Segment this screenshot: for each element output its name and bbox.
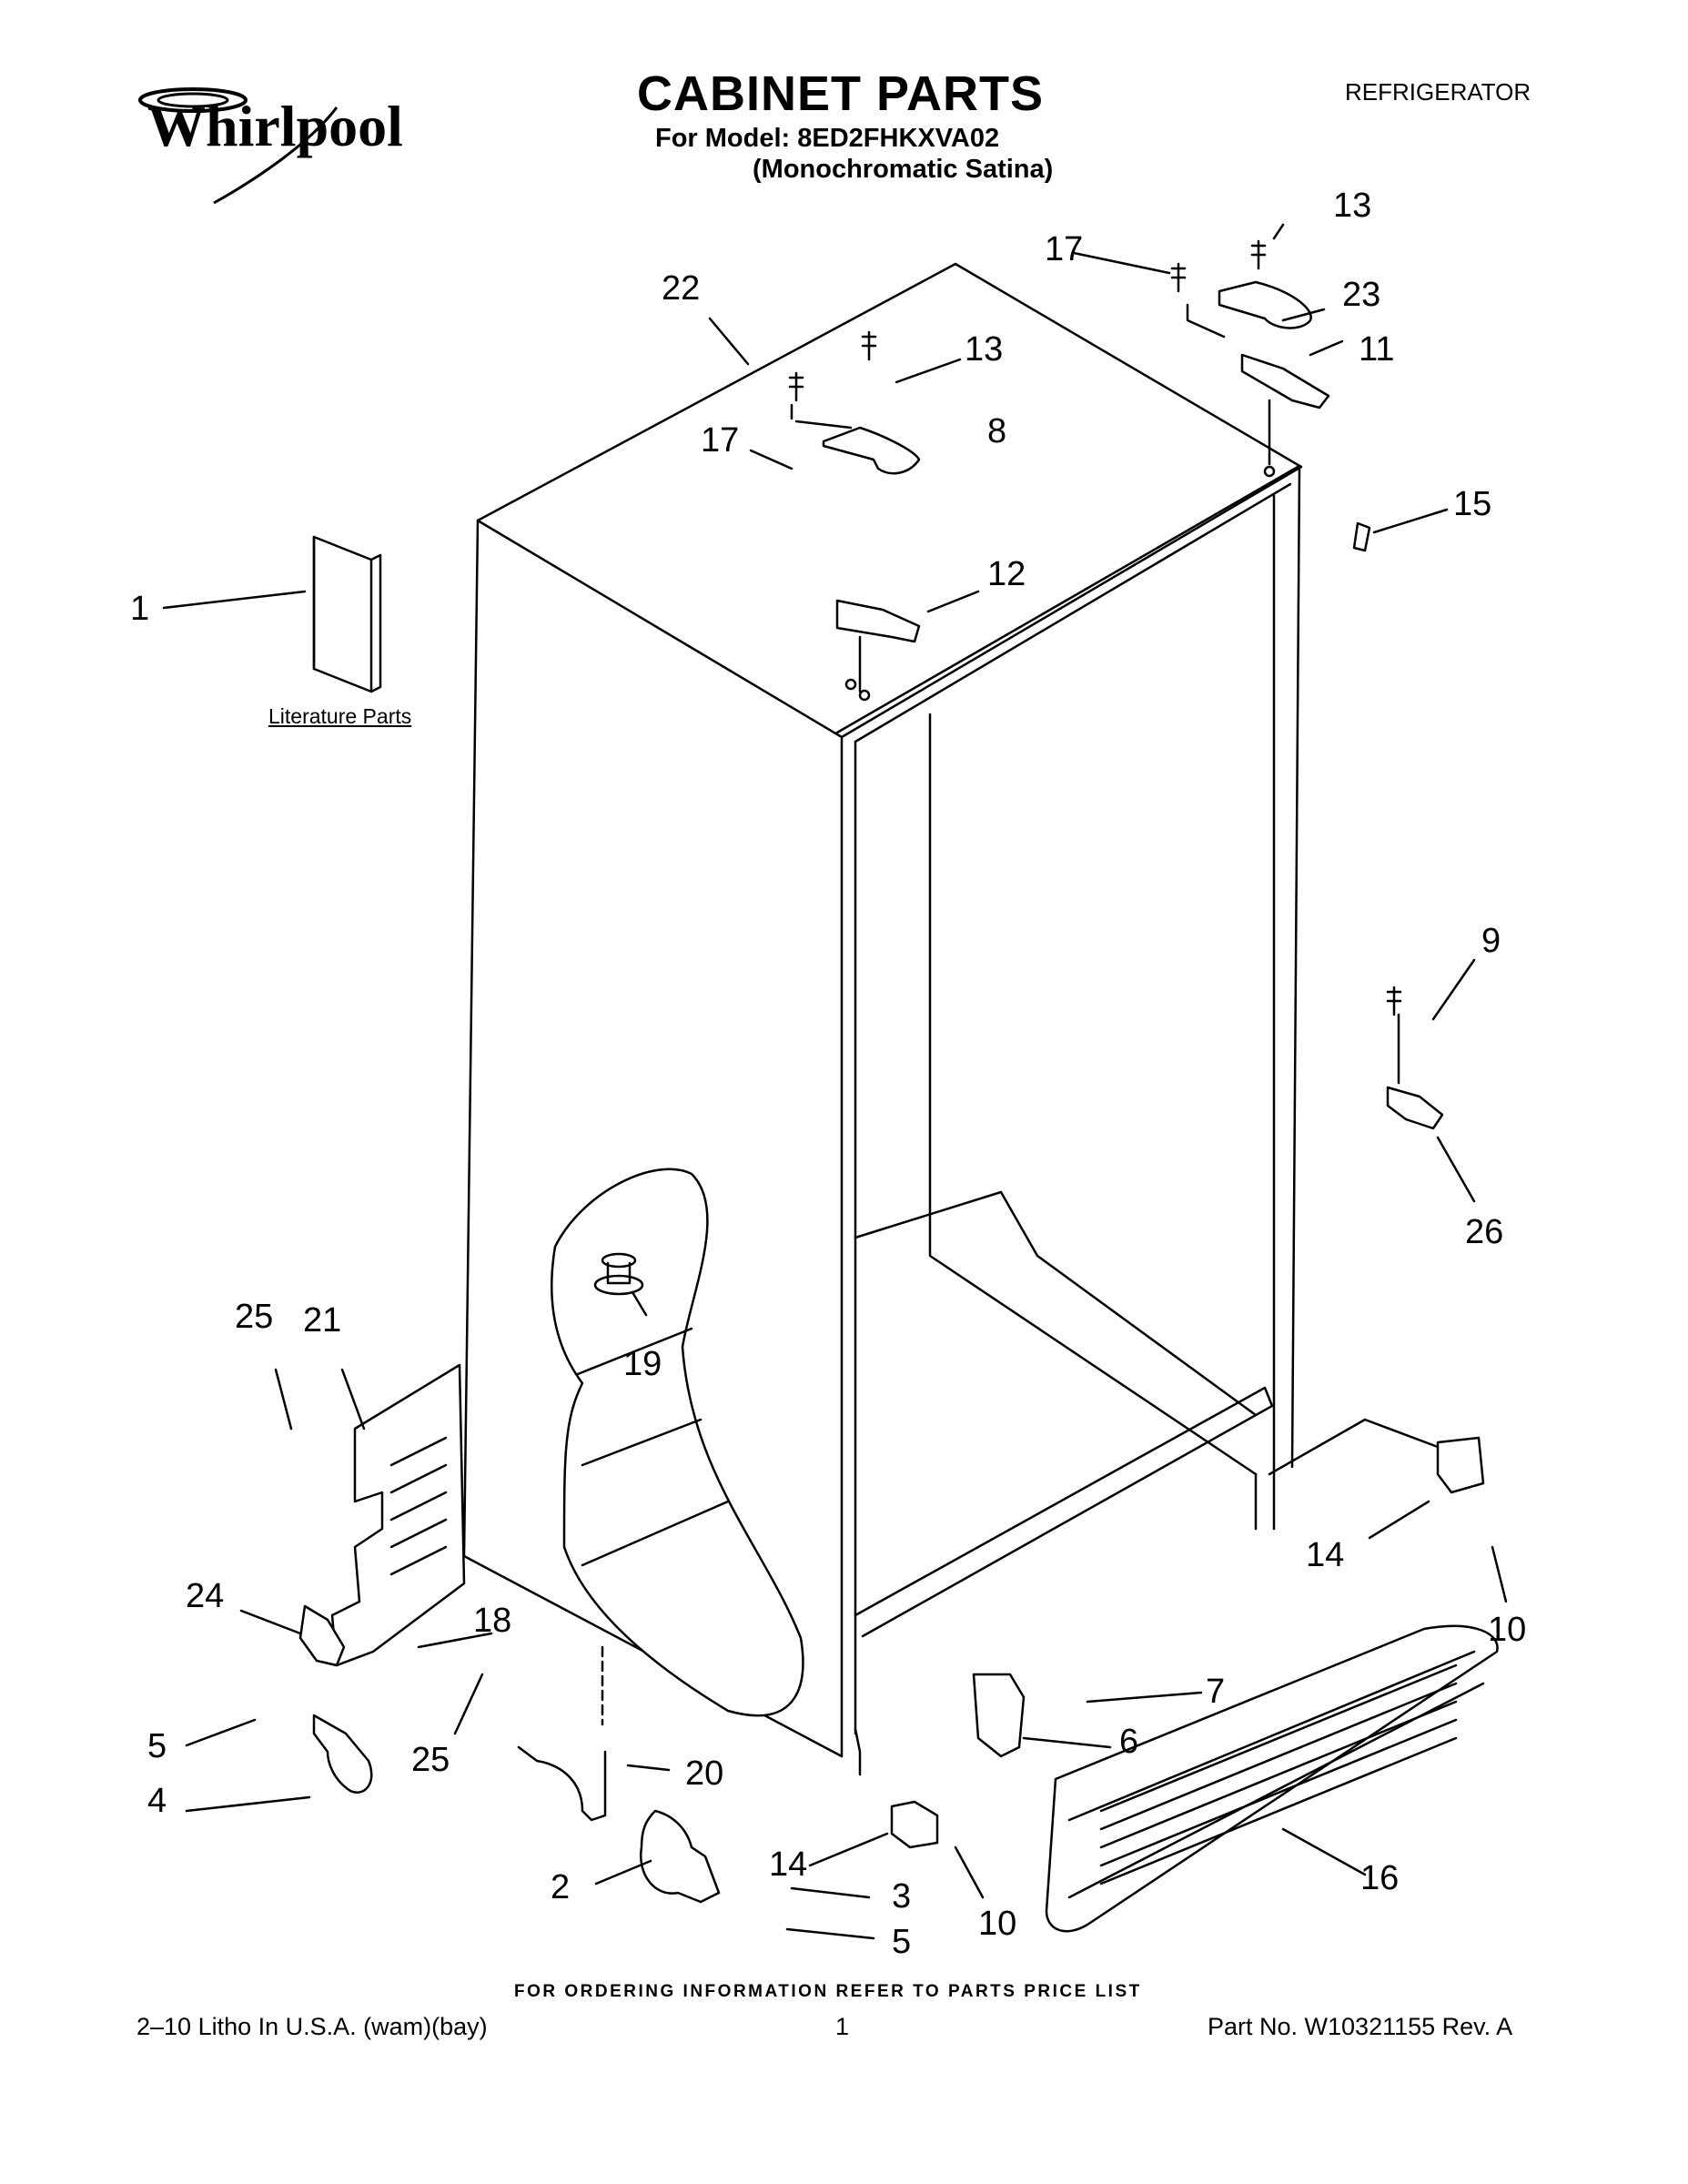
callout-11: 11 bbox=[1359, 330, 1395, 369]
callout-17-top: 17 bbox=[1045, 230, 1084, 268]
callout-9: 9 bbox=[1481, 922, 1501, 960]
logo-swirl-icon bbox=[138, 87, 339, 205]
callout-12: 12 bbox=[987, 555, 1026, 593]
callout-7: 7 bbox=[1206, 1673, 1226, 1711]
callout-14: 14 bbox=[1306, 1536, 1345, 1574]
litho-line: 2–10 Litho In U.S.A. (wam)(bay) bbox=[136, 2013, 488, 2040]
part-number: Part No. W10321155 Rev. A bbox=[1208, 2013, 1513, 2040]
callout-3: 3 bbox=[892, 1877, 912, 1916]
hinge-14-lower bbox=[890, 1800, 939, 1849]
model-line: For Model: 8ED2FHKXVA02 bbox=[655, 124, 1000, 153]
bracket-24 bbox=[298, 1604, 346, 1667]
hinge-14-right bbox=[1436, 1436, 1485, 1494]
callout-8: 8 bbox=[987, 412, 1007, 450]
roller-4 bbox=[312, 1714, 373, 1794]
callout-13: 13 bbox=[965, 330, 1004, 369]
water-tube bbox=[517, 1745, 607, 1822]
callout-26: 26 bbox=[1465, 1213, 1504, 1251]
cabinet-body bbox=[462, 262, 1303, 1776]
callout-22: 22 bbox=[662, 269, 701, 308]
callout-16: 16 bbox=[1360, 1859, 1400, 1897]
callout-21: 21 bbox=[303, 1301, 342, 1340]
callout-19: 19 bbox=[623, 1345, 662, 1383]
callout-leaders bbox=[162, 223, 1508, 1940]
callout-23: 23 bbox=[1342, 276, 1381, 314]
logo-wordmark: Whirlpool bbox=[147, 94, 403, 158]
top-hinge-left bbox=[790, 403, 921, 702]
callout-13-top: 13 bbox=[1333, 187, 1372, 225]
callout-14-lower: 14 bbox=[769, 1845, 808, 1884]
page-title: CABINET PARTS bbox=[637, 66, 1045, 121]
page-number: 1 bbox=[835, 2013, 850, 2040]
callout-25-lower: 25 bbox=[411, 1741, 450, 1779]
literature-parts-label: Literature Parts bbox=[268, 704, 412, 728]
callout-2: 2 bbox=[551, 1868, 571, 1906]
callout-1: 1 bbox=[130, 590, 150, 628]
callout-15: 15 bbox=[1453, 485, 1492, 523]
callout-10-lower: 10 bbox=[978, 1905, 1017, 1943]
callout-17: 17 bbox=[701, 421, 740, 460]
callout-4: 4 bbox=[147, 1782, 167, 1820]
ordering-note: FOR ORDERING INFORMATION REFER TO PARTS … bbox=[514, 1982, 1142, 2001]
roller-2 bbox=[639, 1809, 721, 1904]
literature-booklet bbox=[312, 535, 382, 693]
toe-grille bbox=[1045, 1624, 1499, 1933]
top-hinge-right bbox=[1186, 280, 1371, 552]
variant-line: (Monochromatic Satina) bbox=[753, 155, 1054, 184]
category-label: REFRIGERATOR bbox=[1345, 78, 1531, 106]
callout-5-lower: 5 bbox=[892, 1923, 912, 1961]
callout-10: 10 bbox=[1488, 1611, 1527, 1649]
bracket-6 bbox=[972, 1673, 1026, 1758]
callout-6: 6 bbox=[1119, 1723, 1139, 1761]
rear-vent-panel bbox=[330, 1363, 466, 1667]
bracket-26 bbox=[1386, 1086, 1444, 1130]
callout-25: 25 bbox=[235, 1298, 274, 1336]
callout-18: 18 bbox=[473, 1602, 512, 1640]
callout-24: 24 bbox=[186, 1577, 225, 1615]
screws bbox=[788, 239, 1402, 1085]
callout-5: 5 bbox=[147, 1727, 167, 1765]
callout-20: 20 bbox=[685, 1754, 724, 1793]
